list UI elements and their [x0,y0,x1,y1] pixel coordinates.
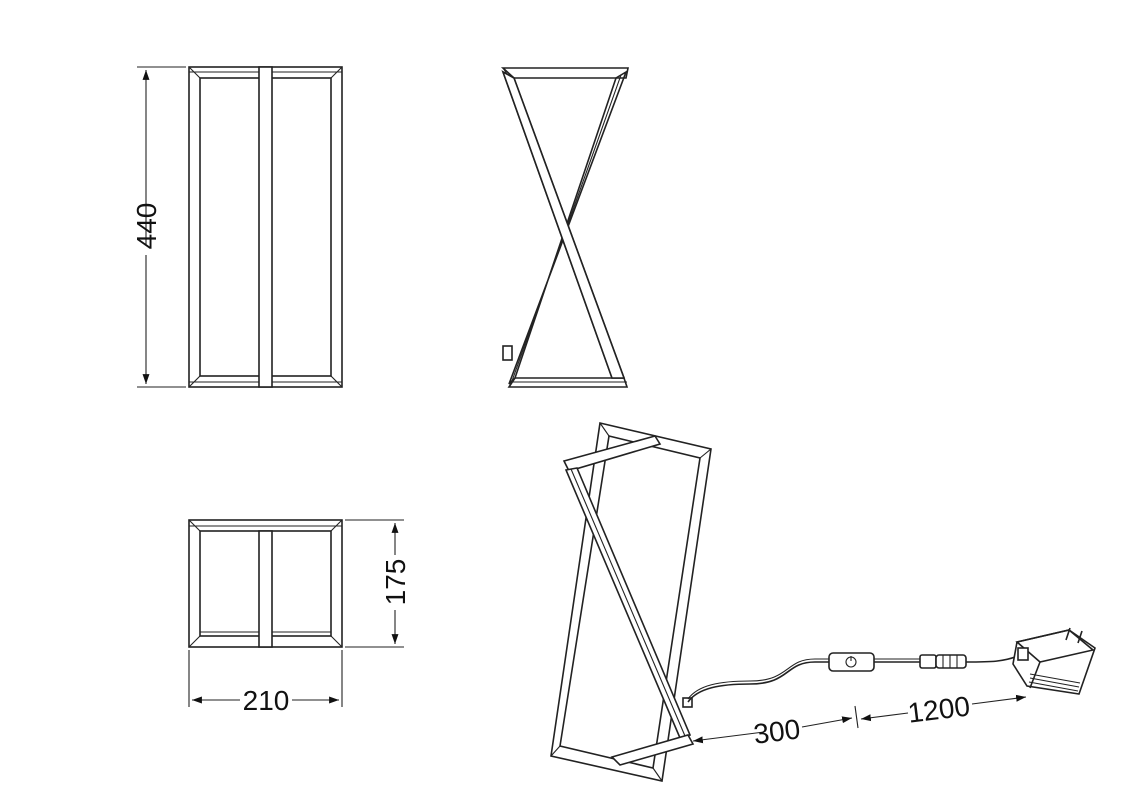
height-label: 440 [131,203,162,250]
top-view [188,519,343,648]
cable-300-label: 300 [752,713,802,749]
height-dimension: 440 [131,66,186,388]
cable-1200-label: 1200 [906,690,972,728]
side-view [500,67,629,388]
width-label: 210 [243,685,290,716]
front-view [188,66,343,388]
width-dimension: 210 [188,650,343,716]
cable-dimension: 300 1200 [692,690,1027,750]
cable-assembly [687,627,1096,703]
depth-dimension: 175 [345,519,411,648]
depth-label: 175 [380,559,411,606]
isometric-view [550,422,712,782]
